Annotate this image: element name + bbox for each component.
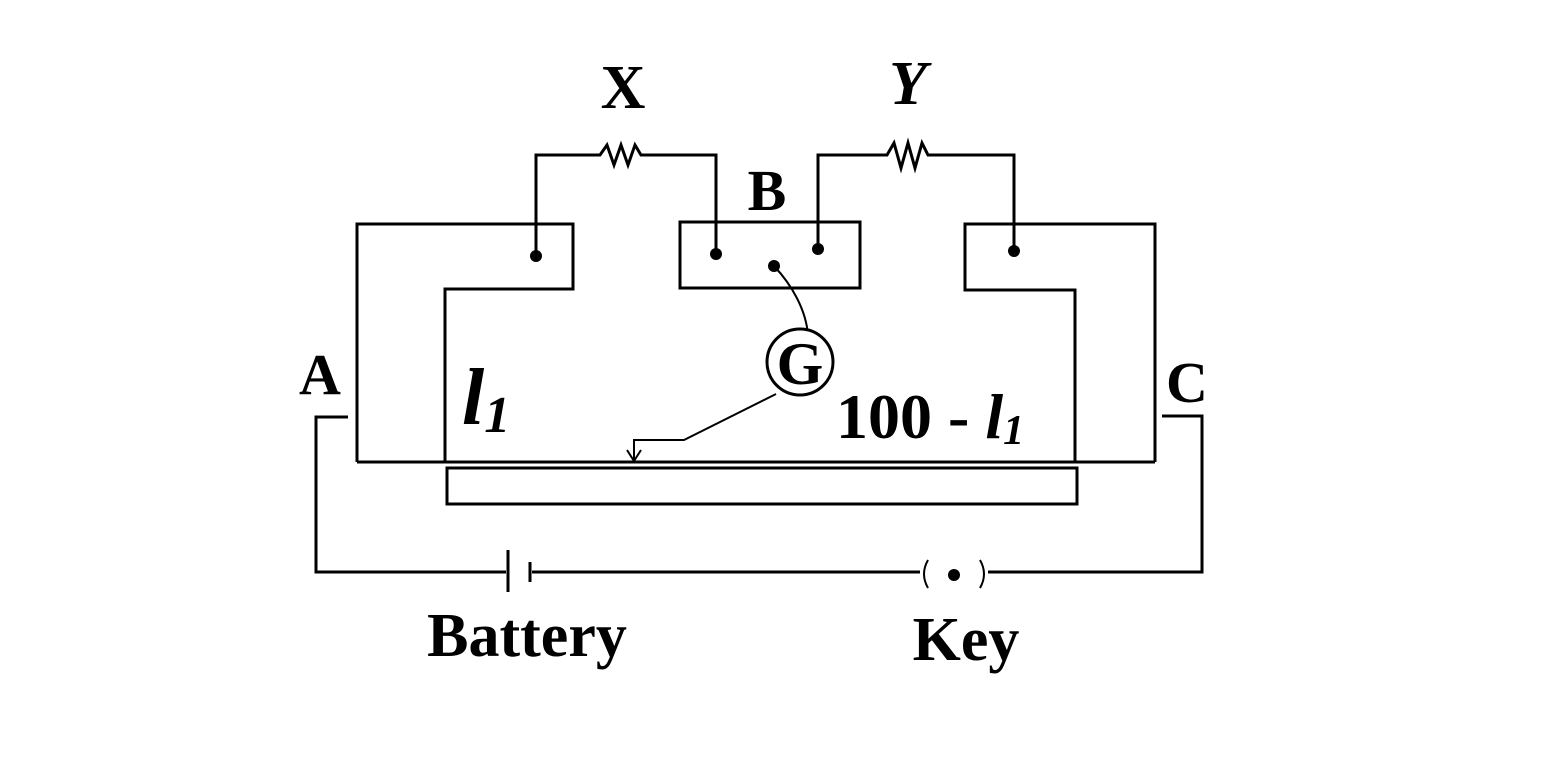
terminal-dot bbox=[812, 243, 824, 255]
terminal-a-label: A bbox=[299, 342, 341, 407]
left-copper-strip bbox=[355, 222, 575, 462]
terminal-dot bbox=[710, 248, 722, 260]
jockey-arrowhead bbox=[626, 449, 642, 463]
length-right-subscript: 1 bbox=[1003, 408, 1024, 454]
resistor-y-label: Y bbox=[889, 50, 932, 118]
length-left-var: l bbox=[462, 354, 485, 442]
length-right-prefix: 100 - bbox=[836, 381, 985, 452]
length-left-label: l1 bbox=[462, 354, 510, 444]
galvanometer-lead-top bbox=[773, 265, 809, 336]
resistor-x-label: X bbox=[601, 54, 646, 122]
length-left-subscript: 1 bbox=[484, 387, 510, 444]
terminal-dot bbox=[530, 250, 542, 262]
terminal-c-label: C bbox=[1166, 350, 1208, 415]
galvanometer bbox=[765, 327, 835, 397]
key-right-bracket bbox=[979, 559, 985, 589]
terminal-dot bbox=[1008, 245, 1020, 257]
middle-copper-strip bbox=[678, 220, 862, 290]
key-left-bracket bbox=[923, 559, 929, 589]
resistor-y bbox=[816, 137, 1016, 250]
battery-circuit-right bbox=[988, 414, 1204, 574]
right-copper-strip bbox=[963, 222, 1157, 462]
junction-b-label: B bbox=[748, 158, 787, 223]
battery-circuit-left bbox=[314, 415, 506, 574]
resistor-x bbox=[534, 140, 718, 255]
length-right-var: l bbox=[985, 381, 1003, 452]
jockey-lead bbox=[633, 393, 777, 460]
galvanometer-label: G bbox=[777, 331, 824, 397]
length-right-label: 100 - l1 bbox=[836, 381, 1024, 454]
meter-wire bbox=[445, 466, 1079, 506]
battery-label: Battery bbox=[427, 602, 627, 670]
key-plug bbox=[948, 569, 960, 581]
key-label: Key bbox=[913, 606, 1020, 674]
